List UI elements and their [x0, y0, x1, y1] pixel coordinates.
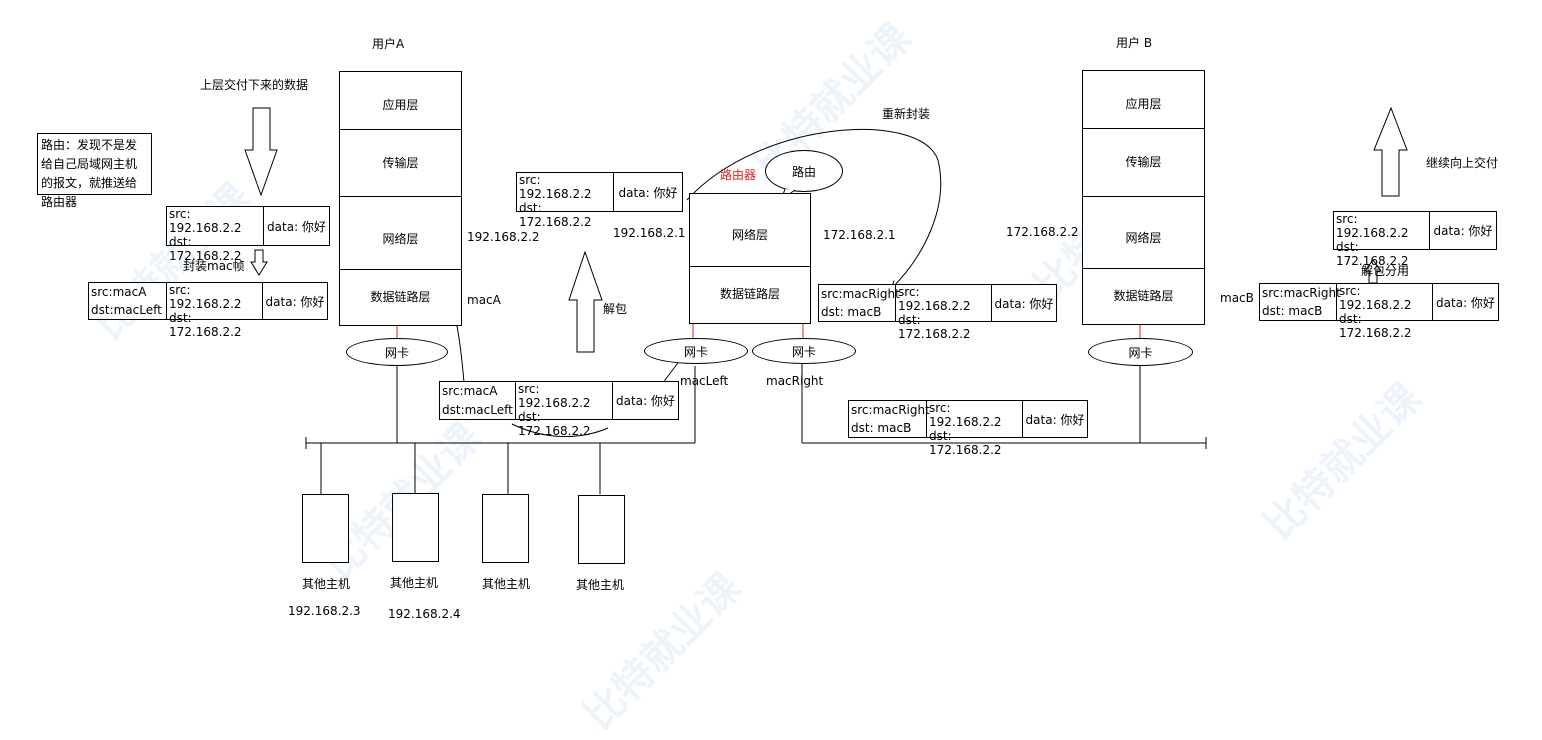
layer-application: 应用层 [340, 72, 461, 130]
layer-network: 网络层 [340, 197, 461, 270]
user-b-protocol-stack: 应用层 传输层 网络层 数据链路层 [1082, 70, 1205, 325]
other-host-label: 其他主机 [390, 576, 439, 590]
router-bubble: 路由 [765, 150, 843, 192]
user-a-label: 用户A [372, 37, 405, 51]
unpack-share-label: 解包分用 [1361, 264, 1410, 278]
router-label: 路由器 [720, 168, 757, 182]
router-mac-right: macRight [766, 374, 824, 388]
deliver-up-label: 继续向上交付 [1426, 156, 1499, 170]
other-host-4 [578, 495, 625, 564]
router-ip-left: 192.168.2.1 [613, 226, 686, 240]
user-a-ip: 192.168.2.2 [467, 230, 540, 244]
unpack-label: 解包 [603, 302, 628, 316]
router-mac-left: macLeft [680, 374, 729, 388]
user-a-mac: macA [467, 293, 501, 307]
other-host-3 [482, 494, 529, 563]
other-host-ip: 192.168.2.4 [388, 607, 461, 621]
layer-application: 应用层 [1083, 71, 1204, 129]
layer-network: 网络层 [690, 194, 810, 267]
user-b-ip: 172.168.2.2 [1006, 225, 1079, 239]
layer-datalink: 数据链路层 [1113, 289, 1174, 303]
layer-transport: 传输层 [340, 130, 461, 197]
router-ip-right: 172.168.2.1 [823, 228, 896, 242]
nic-router-left: 网卡 [644, 338, 748, 364]
nic-user-a: 网卡 [346, 338, 448, 366]
layer-datalink: 数据链路层 [719, 287, 780, 301]
other-host-1 [302, 494, 349, 563]
other-host-2 [392, 493, 439, 562]
reencap-label: 重新封装 [882, 107, 931, 121]
layer-network: 网络层 [1083, 197, 1204, 269]
routing-note: 路由：发现不是发给自己局域网主机的报文，就推送给路由器 [37, 133, 152, 209]
encap-mac-label: 封装mac帧 [183, 259, 245, 273]
nic-user-b: 网卡 [1088, 338, 1193, 366]
other-host-label: 其他主机 [482, 577, 531, 591]
user-b-mac: macB [1220, 291, 1254, 305]
deliver-down-label: 上层交付下来的数据 [200, 78, 309, 92]
layer-datalink: 数据链路层 [370, 290, 431, 304]
other-host-label: 其他主机 [576, 578, 625, 592]
nic-router-right: 网卡 [752, 338, 856, 364]
user-a-protocol-stack: 应用层 传输层 网络层 数据链路层 [339, 71, 462, 326]
user-b-label: 用户 B [1116, 36, 1153, 50]
other-host-label: 其他主机 [302, 577, 351, 591]
layer-transport: 传输层 [1083, 129, 1204, 197]
other-host-ip: 192.168.2.3 [288, 604, 361, 618]
router-protocol-stack: 网络层 数据链路层 [689, 193, 811, 324]
